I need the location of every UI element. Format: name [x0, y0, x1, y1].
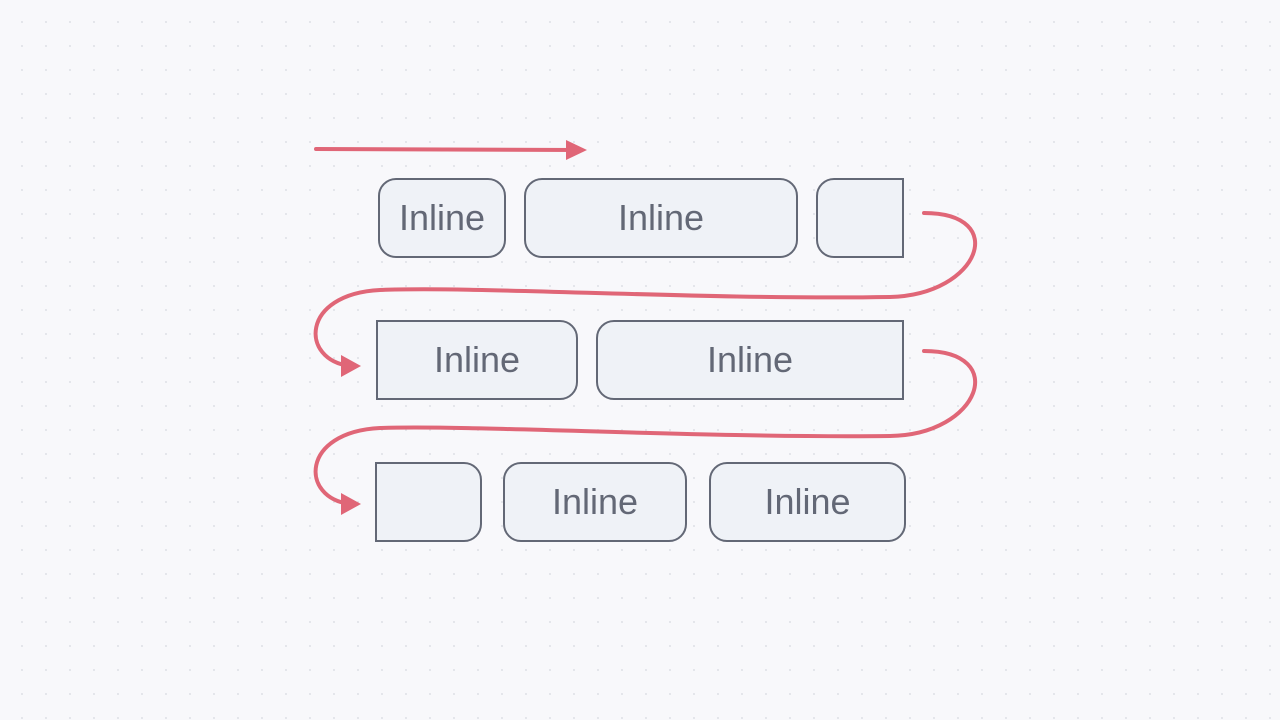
inline-fragment-split-end: Inline — [376, 320, 578, 400]
flow-arrow-wrap-1 — [313, 211, 978, 368]
inline-label: Inline — [398, 197, 486, 238]
inline-label: Inline — [551, 481, 639, 522]
flow-arrowhead-start — [566, 140, 587, 160]
flow-arrowhead-wrap-1 — [341, 355, 361, 377]
inline-fragment-split-start: Inline — [596, 320, 904, 400]
inline-fragment: Inline — [524, 178, 798, 258]
inline-label: Inline — [617, 197, 705, 238]
inline-label: Inline — [433, 339, 521, 380]
flow-arrow-start — [314, 147, 580, 152]
inline-label: Inline — [764, 481, 851, 522]
inline-fragment-split-start — [816, 178, 904, 258]
inline-fragment: Inline — [503, 462, 687, 542]
inline-label: Inline — [706, 339, 794, 380]
inline-fragment-split-end — [375, 462, 482, 542]
flow-arrow-wrap-2 — [313, 349, 978, 506]
flow-arrowhead-wrap-2 — [341, 493, 361, 515]
inline-fragment: Inline — [709, 462, 906, 542]
inline-fragment: Inline — [378, 178, 506, 258]
